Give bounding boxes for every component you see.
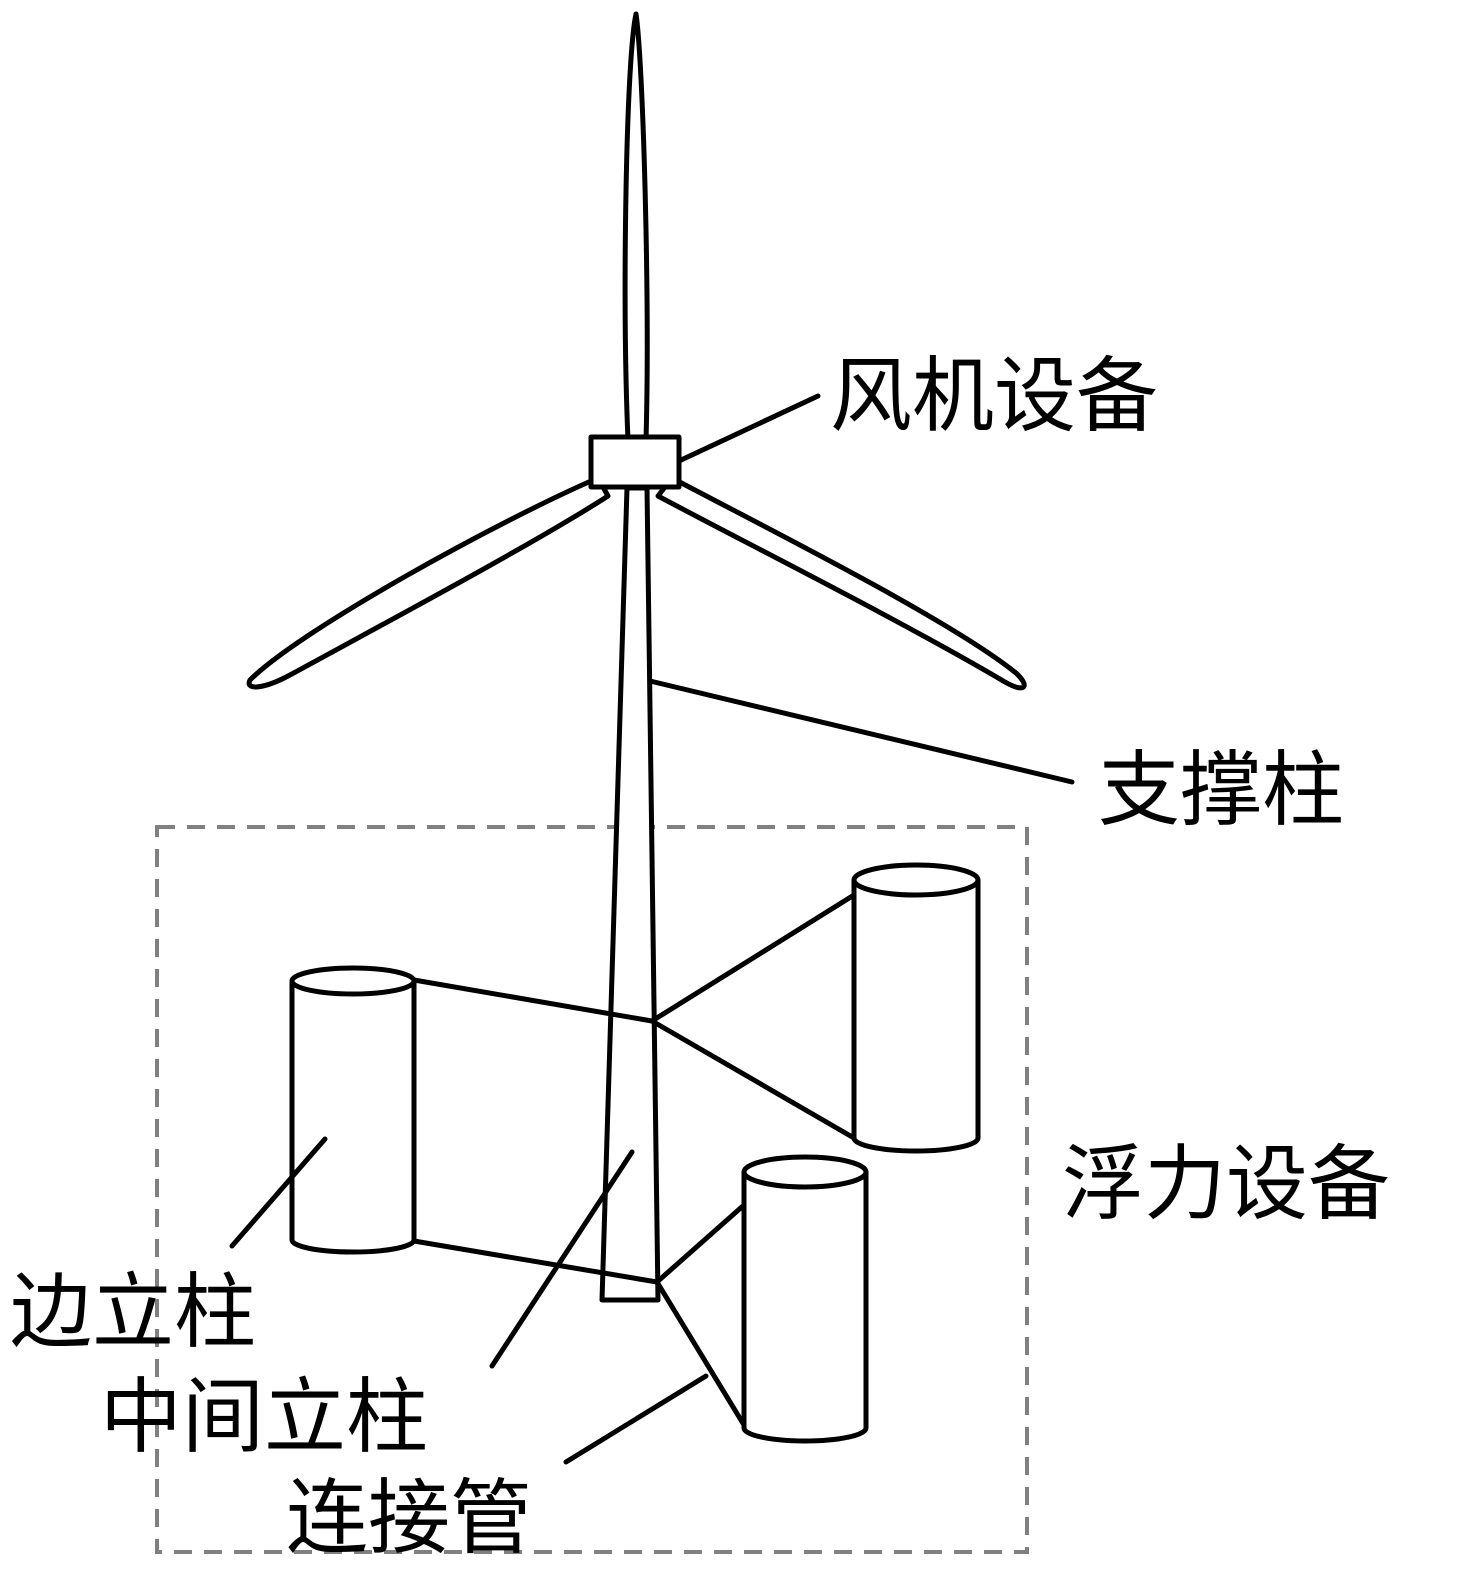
leader-line-side-column — [229, 1136, 328, 1249]
buoyancy-boundary-box — [155, 825, 1029, 1554]
connecting-pipe-left-bottom — [411, 1238, 660, 1285]
side-column-right-back — [851, 862, 981, 1154]
blade-right — [655, 475, 1027, 691]
connecting-pipe-right-top — [649, 892, 857, 1024]
connecting-pipe-front-bottom — [654, 1279, 747, 1428]
side-column-right-front — [741, 1154, 869, 1444]
blade-left — [246, 475, 611, 690]
side-column-left — [289, 965, 417, 1255]
leader-line-support — [647, 678, 1075, 785]
label-turbine-equipment: 风机设备 — [830, 349, 1158, 444]
label-side-column: 边立柱 — [10, 1265, 256, 1360]
leader-line-turbine — [676, 393, 821, 464]
turbine-nacelle — [588, 434, 682, 490]
blade-top — [622, 11, 650, 443]
connecting-pipe-right-bottom — [649, 1018, 857, 1141]
leader-line-middle-column — [489, 1149, 635, 1369]
leader-line-connecting-pipe — [563, 1373, 709, 1465]
connecting-pipe-front-top — [654, 1202, 747, 1285]
label-middle-column: 中间立柱 — [100, 1370, 428, 1465]
label-connecting-pipe: 连接管 — [286, 1471, 532, 1566]
label-support-column: 支撑柱 — [1098, 743, 1344, 838]
label-buoyancy-equipment: 浮力设备 — [1062, 1137, 1390, 1232]
connecting-pipe-left-top — [411, 977, 655, 1024]
support-column-tower — [599, 485, 661, 1303]
